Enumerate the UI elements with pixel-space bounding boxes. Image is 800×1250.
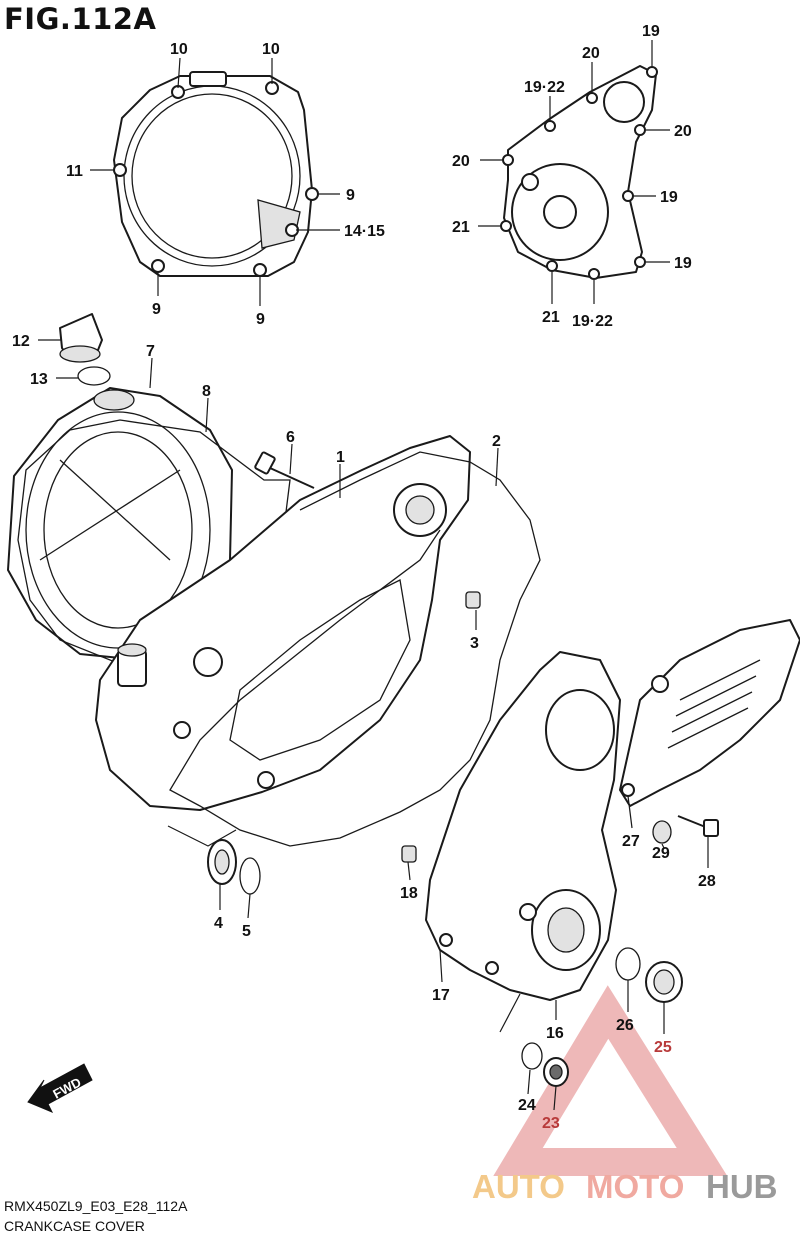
callout-label: 12 — [12, 333, 30, 350]
callout-label: 21 — [542, 309, 560, 326]
oil-seal-drawing — [207, 839, 261, 895]
callout-label: 19·22 — [572, 313, 613, 330]
oil-filler-cap-drawing — [59, 313, 111, 386]
callout-label: 21 — [452, 219, 470, 236]
watermark-text-hub: HUB — [706, 1168, 778, 1205]
callout-label: 27 — [622, 833, 640, 850]
crankcase-gasket-drawing — [169, 451, 541, 847]
o-ring-icon — [615, 947, 641, 981]
watermark-logo: AUTO MOTO HUB — [472, 985, 778, 1205]
dowel-pin-icon — [465, 591, 481, 609]
washer-icon — [652, 820, 672, 844]
callout-label: 24 — [518, 1097, 536, 1114]
callout-label: 26 — [616, 1017, 634, 1034]
callout-label: 20 — [674, 123, 692, 140]
callout-label: 29 — [652, 845, 670, 862]
figure-title: FIG.112A — [4, 2, 157, 36]
figure-caption: RMX450ZL9_E03_E28_112A CRANKCASE COVER — [4, 1196, 187, 1236]
callout-label: 25 — [654, 1039, 672, 1056]
dowel-pin-icon — [401, 845, 417, 863]
watermark-text-moto: MOTO — [586, 1168, 684, 1205]
bolt-drawing — [677, 815, 719, 837]
fwd-label: FWD — [50, 1074, 83, 1101]
bolt-drawing — [254, 451, 315, 489]
callout-label: 19 — [660, 189, 678, 206]
callout-label: 19 — [674, 255, 692, 272]
callout-label: 1 — [336, 449, 345, 466]
forward-direction-icon: FWD — [27, 1063, 93, 1113]
callout-label: 10 — [262, 41, 280, 58]
callout-label: 18 — [400, 885, 418, 902]
callout-label: 28 — [698, 873, 716, 890]
callout-label: 17 — [432, 987, 450, 1004]
leader-lines — [38, 40, 709, 1111]
caption-name: CRANKCASE COVER — [4, 1218, 145, 1234]
plug-drawing — [645, 961, 683, 1003]
side-guard-drawing — [619, 619, 800, 807]
callout-label: 2 — [492, 433, 501, 450]
callout-label: 13 — [30, 371, 48, 388]
caption-code: RMX450ZL9_E03_E28_112A — [4, 1198, 188, 1214]
callout-label: 9 — [256, 311, 265, 328]
callout-label: 19 — [642, 23, 660, 40]
callout-label: 6 — [286, 429, 295, 446]
callout-label: 14·15 — [344, 223, 385, 240]
callout-label: 10 — [170, 41, 188, 58]
callout-label: 23 — [542, 1115, 560, 1132]
callout-label: 4 — [214, 915, 223, 932]
callout-label: 9 — [346, 187, 355, 204]
callout-label: 9 — [152, 301, 161, 318]
magneto-cover-drawing — [425, 651, 621, 1001]
callout-label: 8 — [202, 383, 211, 400]
callout-labels: 10 10 11 9 14·15 9 9 19 20 19·22 20 20 1… — [12, 23, 716, 1132]
callout-label: 5 — [242, 923, 251, 940]
callout-label: 20 — [452, 153, 470, 170]
plug-drawing — [543, 1057, 569, 1087]
o-ring-icon — [521, 1042, 543, 1070]
callout-label: 20 — [582, 45, 600, 62]
callout-label: 7 — [146, 343, 155, 360]
callout-label: 3 — [470, 635, 479, 652]
clutch-cover-drawing — [113, 71, 319, 277]
generator-cover-drawing — [500, 65, 658, 280]
callout-label: 11 — [66, 163, 83, 180]
crankcase-cover-drawing — [95, 435, 471, 811]
watermark-triangle-icon — [493, 985, 728, 1176]
watermark-text-auto: AUTO — [472, 1168, 565, 1205]
callout-label: 19·22 — [524, 79, 565, 96]
callout-label: 16 — [546, 1025, 564, 1042]
